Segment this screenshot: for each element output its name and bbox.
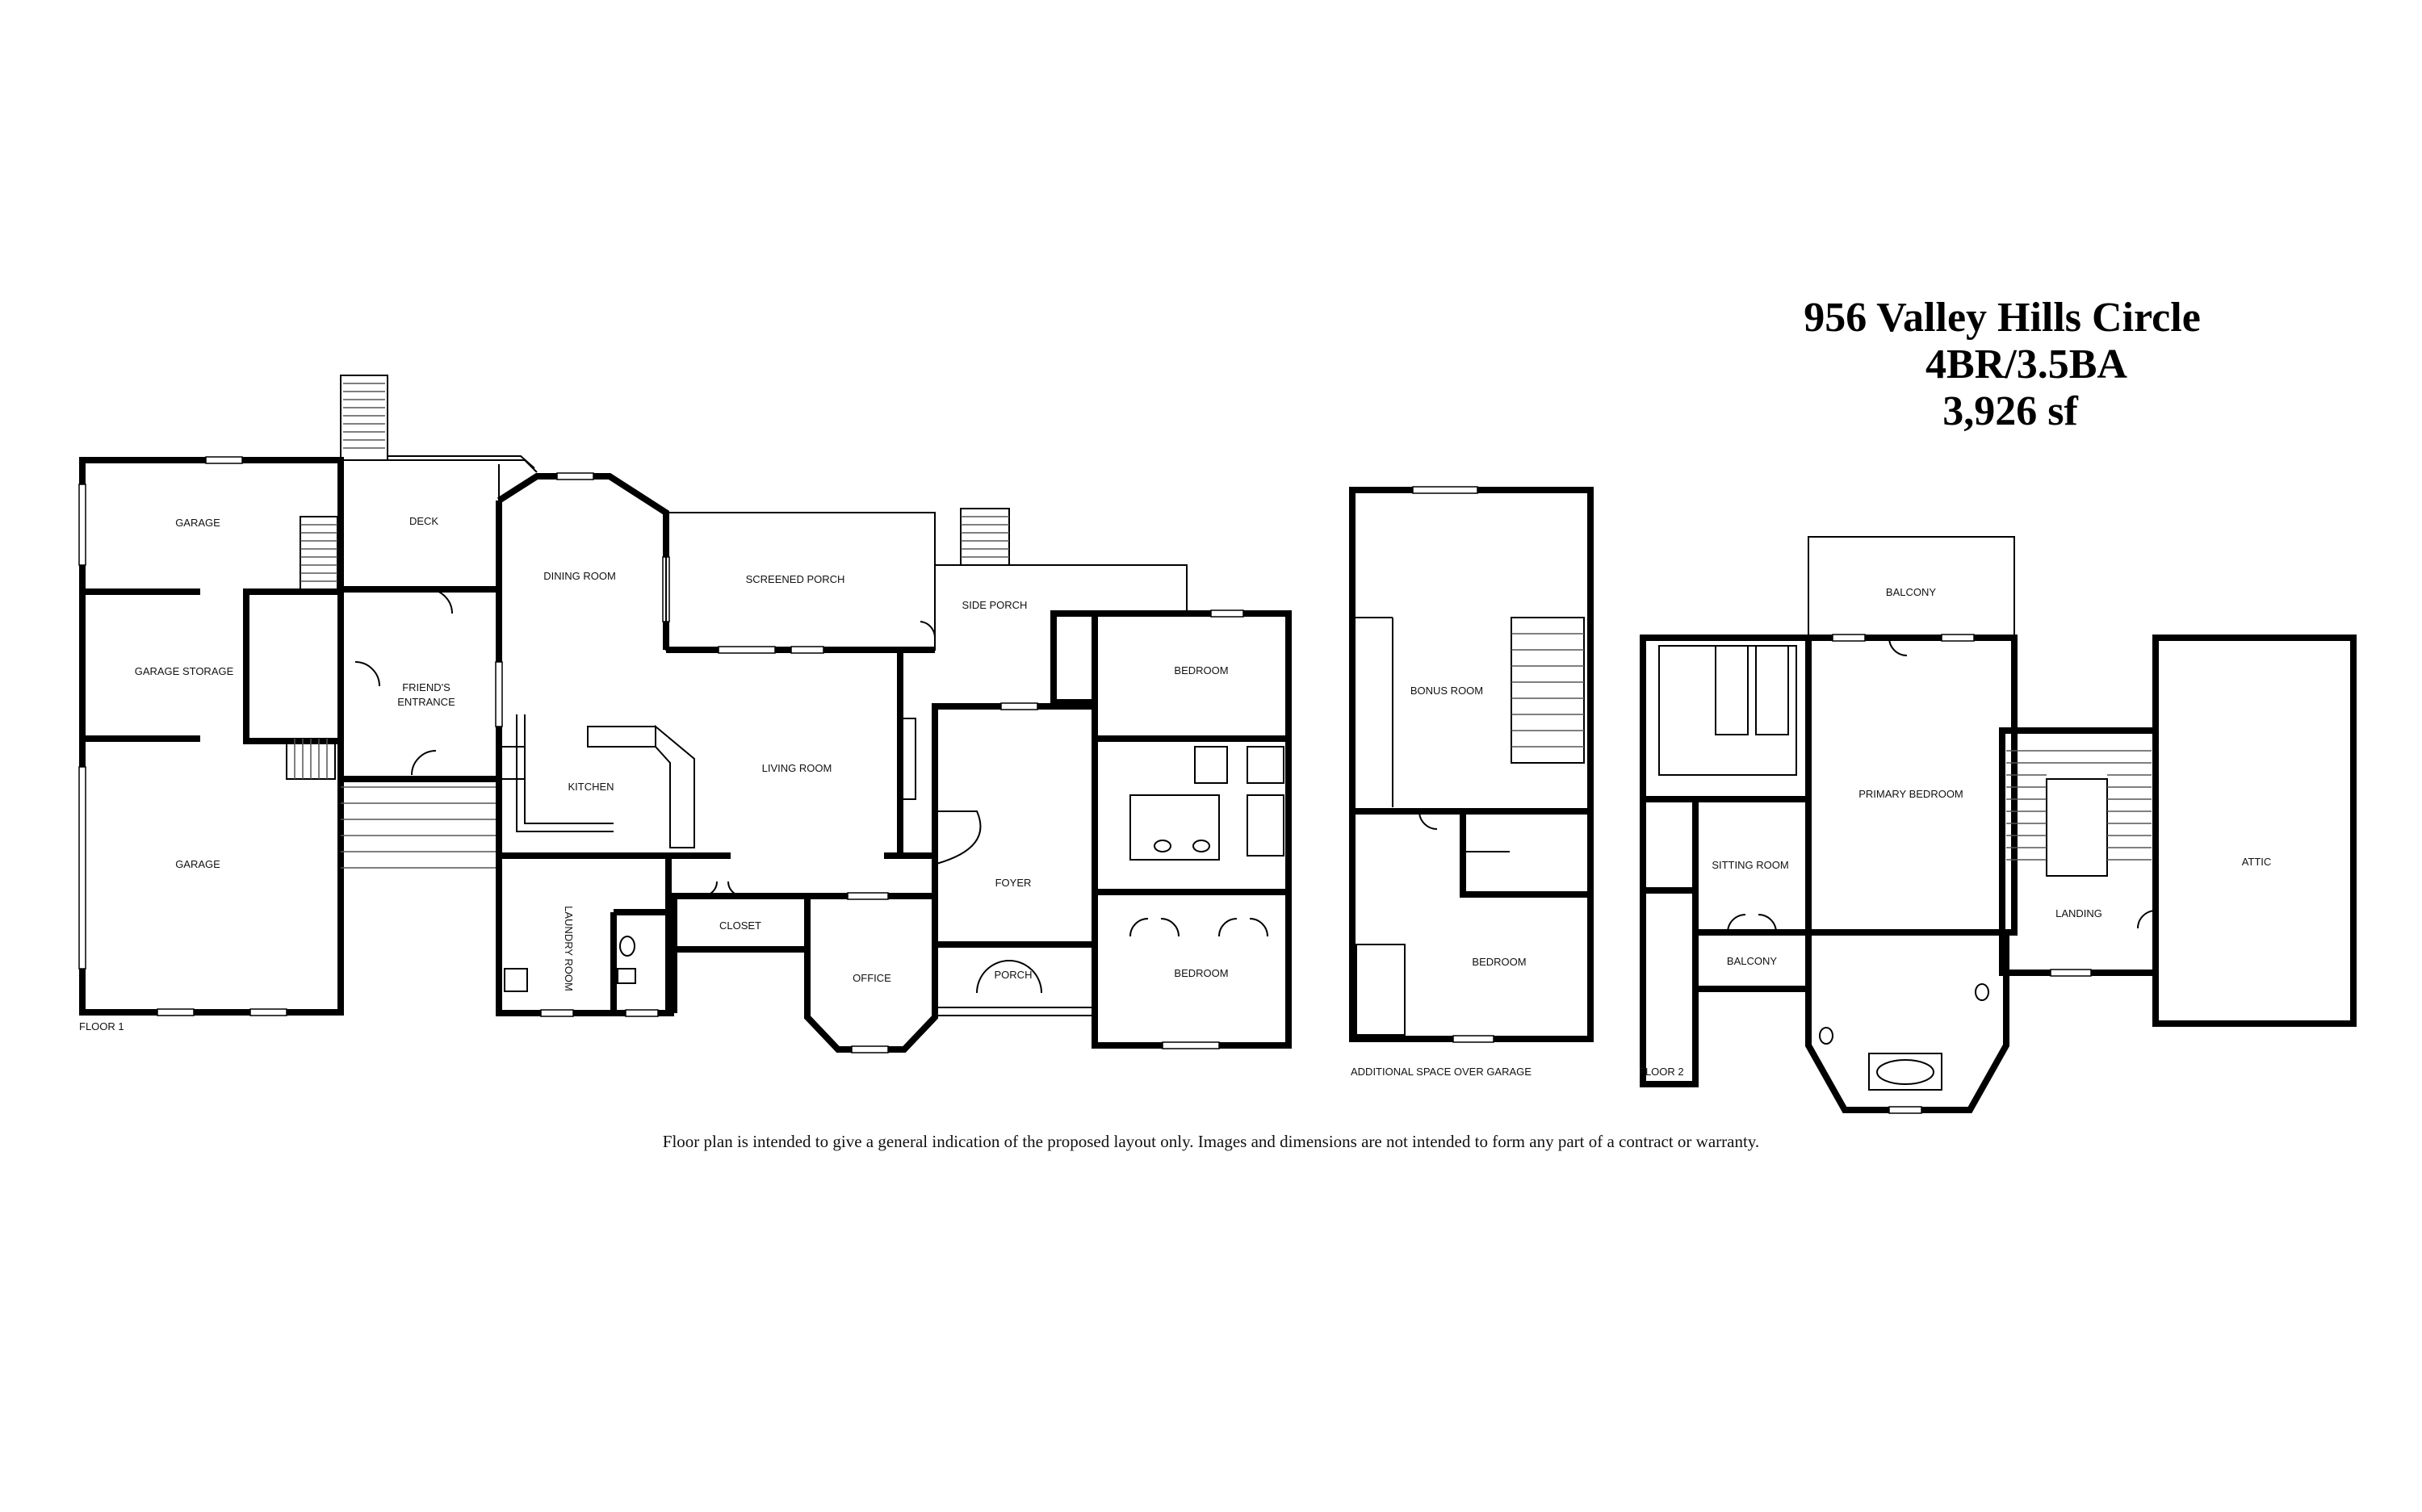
label-deck: DECK [409, 515, 438, 527]
label-foyer: FOYER [995, 877, 1032, 889]
label-garage-storage: GARAGE STORAGE [135, 665, 234, 677]
label-porch: PORCH [995, 969, 1033, 981]
room-labels: GARAGE GARAGE STORAGE GARAGE DECK FRIEND… [135, 515, 2272, 991]
label-garage-top: GARAGE [175, 517, 220, 529]
listing-title-block: 956 Valley Hills Circle 4BR/3.5BA 3,926 … [1744, 295, 2261, 435]
label-laundry-room: LAUNDRY ROOM [563, 906, 575, 991]
label-dining-room: DINING ROOM [543, 570, 616, 582]
address-heading: 956 Valley Hills Circle [1804, 295, 2201, 341]
label-bedroom-lower: BEDROOM [1174, 967, 1228, 979]
label-screened-porch: SCREENED PORCH [746, 573, 845, 585]
beds-baths-heading: 4BR/3.5BA [1925, 341, 2127, 387]
disclaimer-text: Floor plan is intended to give a general… [662, 1132, 1760, 1151]
floor-1-label: FLOOR 1 [79, 1020, 124, 1032]
floor-2-plan [1640, 536, 2357, 1114]
label-balcony-left: BALCONY [1727, 955, 1777, 967]
label-bonus-room: BONUS ROOM [1410, 685, 1483, 697]
garage-extra-plan [1349, 486, 1594, 1043]
floor-labels: FLOOR 1 ADDITIONAL SPACE OVER GARAGE FLO… [79, 1020, 1684, 1078]
label-kitchen: KITCHEN [568, 781, 614, 793]
floor-2-label: FLOOR 2 [1639, 1066, 1684, 1078]
label-living-room: LIVING ROOM [762, 762, 832, 774]
label-sitting-room: SITTING ROOM [1712, 859, 1788, 871]
floor-1-plan [78, 375, 1292, 1053]
label-balcony-top: BALCONY [1886, 586, 1936, 598]
area-heading: 3,926 sf [1942, 388, 2078, 434]
label-garage-bottom: GARAGE [175, 858, 220, 870]
label-bedroom-garage: BEDROOM [1472, 956, 1526, 968]
label-friends-entrance-1: FRIEND'S [402, 681, 450, 693]
label-attic: ATTIC [2242, 856, 2272, 868]
label-closet: CLOSET [719, 919, 761, 932]
label-office: OFFICE [853, 972, 891, 984]
label-landing: LANDING [2055, 907, 2102, 919]
label-bedroom-upper: BEDROOM [1174, 664, 1228, 676]
label-side-porch: SIDE PORCH [962, 599, 1028, 611]
garage-extra-label: ADDITIONAL SPACE OVER GARAGE [1351, 1066, 1532, 1078]
label-primary-bedroom: PRIMARY BEDROOM [1858, 788, 1963, 800]
label-friends-entrance-2: ENTRANCE [397, 696, 455, 708]
